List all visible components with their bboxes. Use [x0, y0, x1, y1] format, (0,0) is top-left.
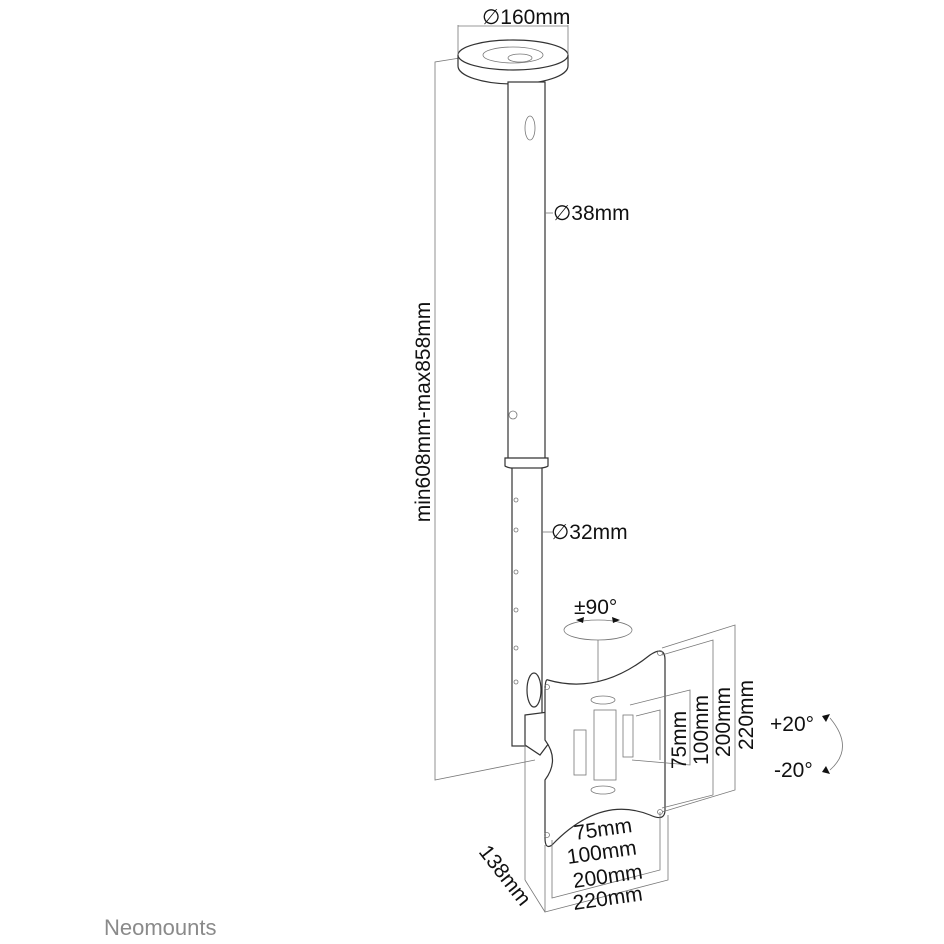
- vesa-plate: [524, 650, 666, 848]
- upper-tube-diameter-label: ∅38mm: [553, 202, 630, 225]
- height-dimension-line: [434, 57, 536, 781]
- upper-tube: [507, 81, 553, 463]
- height-range-label: min608mm-max858mm: [412, 302, 435, 523]
- vesa-dimension-lines: [524, 624, 736, 913]
- tilt-down-label: -20°: [774, 759, 813, 782]
- vesa-vertical-100: 100mm: [690, 695, 713, 765]
- swivel-label: ±90°: [574, 596, 617, 619]
- depth-label: 138mm: [474, 841, 535, 910]
- vesa-vertical-220: 220mm: [735, 680, 758, 750]
- plate-diameter-label: ∅160mm: [482, 6, 570, 29]
- ceiling-plate: [457, 25, 569, 85]
- brand-logo: Neomounts: [104, 915, 217, 940]
- tilt-up-label: +20°: [770, 713, 814, 736]
- lower-tube-diameter-label: ∅32mm: [551, 521, 628, 544]
- vesa-vertical-75: 75mm: [668, 711, 691, 769]
- vesa-vertical-200: 200mm: [712, 687, 735, 757]
- tilt-arrow-icon: [822, 714, 843, 774]
